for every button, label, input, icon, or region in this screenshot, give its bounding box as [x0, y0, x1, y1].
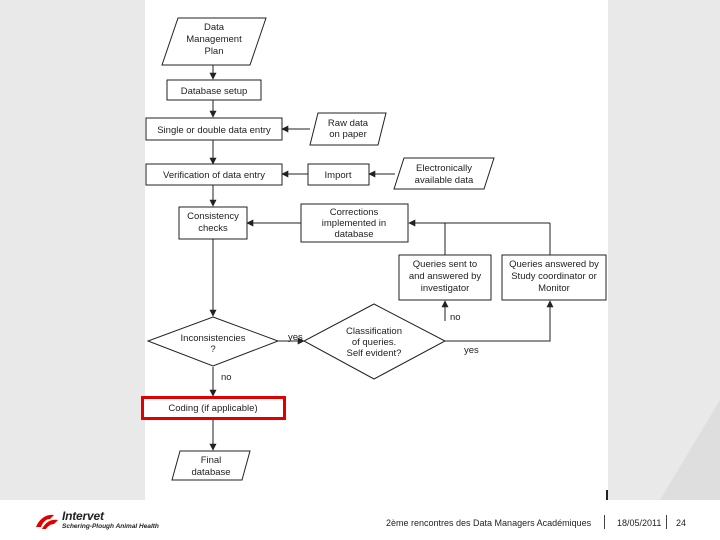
edge-label-yes-classification: yes: [464, 345, 479, 356]
node-incons-line1: Inconsistencies: [181, 333, 246, 344]
node-consistency-checks: Consistency checks: [178, 206, 248, 240]
node-qstudy-line3: Monitor: [538, 283, 570, 294]
node-classification-decision: Classification of queries. Self evident?: [302, 303, 447, 380]
node-qinv-line2: and answered by: [409, 271, 482, 282]
intervet-logo: Intervet Schering-Plough Animal Health: [34, 509, 174, 535]
footer-separator: [604, 515, 605, 529]
node-classif-line1: Classification: [346, 326, 402, 337]
connectors: [209, 65, 554, 451]
node-database-setup: Database setup: [166, 79, 262, 101]
node-import-label: Import: [325, 170, 352, 181]
node-raw-line2: on paper: [329, 129, 367, 140]
node-db-setup-label: Database setup: [181, 86, 248, 97]
node-raw-line1: Raw data: [328, 118, 369, 129]
node-data-management-plan: Data Management Plan: [161, 17, 267, 66]
node-incons-line2: ?: [210, 344, 215, 355]
logo-subtitle: Schering-Plough Animal Health: [62, 523, 159, 530]
node-electronic-data: Electronically available data: [393, 157, 495, 190]
node-raw-data-on-paper: Raw data on paper: [309, 112, 387, 146]
edge-label-yes-inconsistencies: yes: [288, 332, 303, 343]
node-verif-label: Verification of data entry: [163, 170, 265, 181]
node-consist-line1: Consistency: [187, 211, 239, 222]
footer-date: 18/05/2011: [617, 518, 662, 528]
node-final-line1: Final: [201, 455, 222, 466]
node-consist-line2: checks: [198, 223, 228, 234]
node-qinv-line1: Queries sent to: [413, 259, 477, 270]
node-dmp-line1: Data: [204, 22, 225, 33]
node-elec-line2: available data: [415, 175, 474, 186]
node-queries-study-coordinator: Queries answered by Study coordinator or…: [501, 254, 607, 301]
footer-page-number: 24: [676, 518, 687, 528]
footer-event-title: 2ème rencontres des Data Managers Académ…: [386, 518, 592, 528]
node-qinv-line3: investigator: [421, 283, 470, 294]
intervet-logo-mark-icon: [36, 514, 58, 529]
node-queries-investigator: Queries sent to and answered by investig…: [398, 254, 492, 301]
node-final-database: Final database: [171, 450, 251, 481]
node-dmp-line2: Management: [186, 34, 242, 45]
node-final-line2: database: [191, 467, 230, 478]
node-qstudy-line1: Queries answered by: [509, 259, 599, 270]
footer-separator: [666, 515, 667, 529]
node-classif-line2: of queries.: [352, 337, 396, 348]
edge-label-no-inconsistencies: no: [221, 372, 232, 383]
node-elec-line1: Electronically: [416, 163, 472, 174]
node-coding: Coding (if applicable): [141, 396, 286, 420]
node-qstudy-line2: Study coordinator or: [511, 271, 597, 282]
node-dmp-line3: Plan: [204, 46, 223, 57]
node-corr-line1: Corrections: [330, 207, 379, 218]
node-import: Import: [307, 163, 370, 186]
node-inconsistencies-decision: Inconsistencies ?: [146, 316, 280, 367]
logo-name: Intervet: [62, 509, 104, 523]
node-corr-line3: database: [334, 229, 373, 240]
node-entry-label: Single or double data entry: [157, 125, 271, 136]
node-verification: Verification of data entry: [145, 163, 283, 186]
node-data-entry: Single or double data entry: [145, 117, 283, 141]
node-corrections: Corrections implemented in database: [300, 203, 409, 243]
node-corr-line2: implemented in: [322, 218, 386, 229]
node-classif-line3: Self evident?: [347, 348, 402, 359]
edge-label-no-classification: no: [450, 312, 461, 323]
coding-highlight-box: [141, 396, 286, 420]
node-coding-label: Coding (if applicable): [168, 403, 257, 414]
